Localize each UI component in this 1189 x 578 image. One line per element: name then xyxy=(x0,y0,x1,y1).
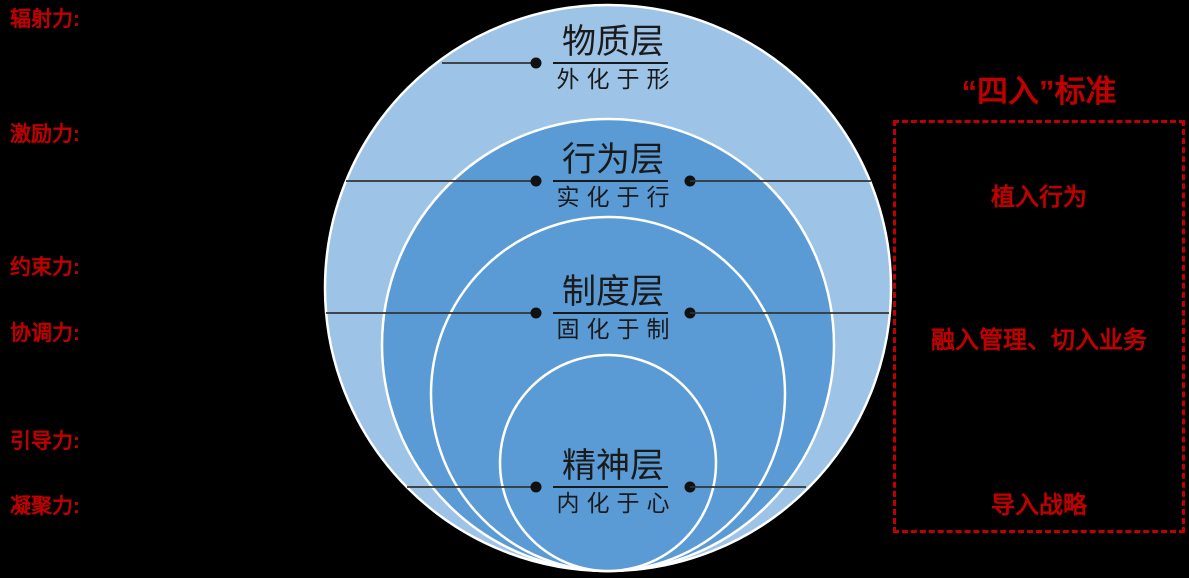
callout-dot-left-layer-1 xyxy=(530,57,542,69)
layer-subtitle-material: 外化于形 xyxy=(556,66,677,92)
layer-title-material: 物质层 xyxy=(562,23,664,61)
layer-subtitle-behavior: 实化于行 xyxy=(556,184,677,210)
layer-title-behavior: 行为层 xyxy=(562,141,664,179)
callout-dot-left-layer-3 xyxy=(530,307,542,319)
force-label-restraint: 约束力: xyxy=(10,256,80,279)
force-label-coordination: 协调力: xyxy=(10,322,80,345)
panel-title-four-in-standard: “四入”标准 xyxy=(961,74,1117,109)
panel-item-embed-behavior: 植入行为 xyxy=(991,184,1087,211)
layer-subtitle-spirit: 内化于心 xyxy=(556,490,677,516)
panel-item-import-strategy: 导入战略 xyxy=(991,492,1087,519)
circle-layer-4 xyxy=(498,353,718,573)
callout-dot-left-layer-4 xyxy=(530,481,542,493)
layer-title-institution: 制度层 xyxy=(562,273,664,311)
callout-dot-left-layer-2 xyxy=(530,175,542,187)
standards-dashed-box xyxy=(893,120,1185,533)
layer-subtitle-institution: 固化于制 xyxy=(556,316,677,342)
layer-title-spirit: 精神层 xyxy=(562,447,664,485)
force-label-motivation: 激励力: xyxy=(10,123,80,146)
force-label-cohesion: 凝聚力: xyxy=(10,495,80,518)
panel-item-merge-management: 融入管理、切入业务 xyxy=(931,327,1147,354)
force-label-guidance: 引导力: xyxy=(10,430,80,453)
force-label-radiation: 辐射力: xyxy=(10,8,80,31)
